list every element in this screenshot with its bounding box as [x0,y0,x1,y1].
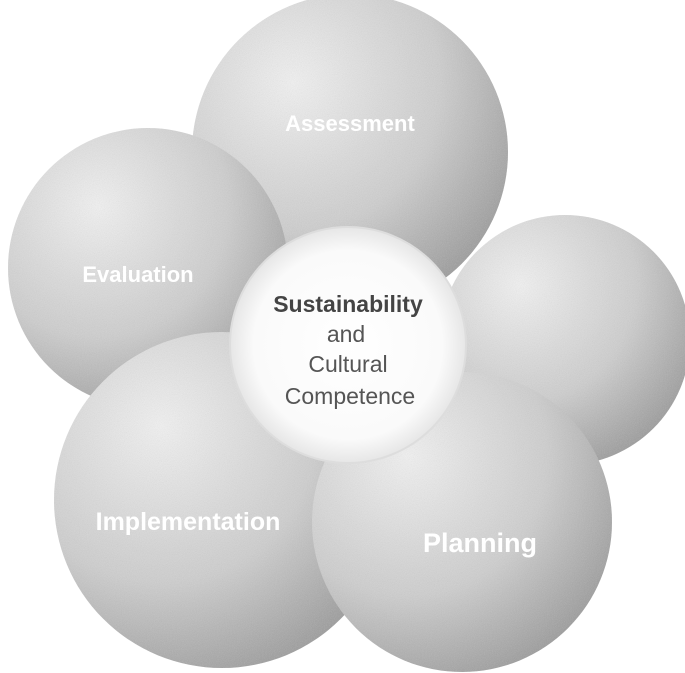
petal-label-top: Assessment [285,111,415,136]
center-hub [229,226,467,464]
petal-label-bottom-left: Implementation [96,508,281,536]
petal-label-bottom-right: Planning [423,528,537,558]
center-line-3: Cultural [308,351,387,377]
center-title: Sustainability [273,291,423,317]
petal-label-left: Evaluation [82,262,193,287]
center-line-4: Competence [285,383,415,409]
center-line-2: and [327,321,365,347]
